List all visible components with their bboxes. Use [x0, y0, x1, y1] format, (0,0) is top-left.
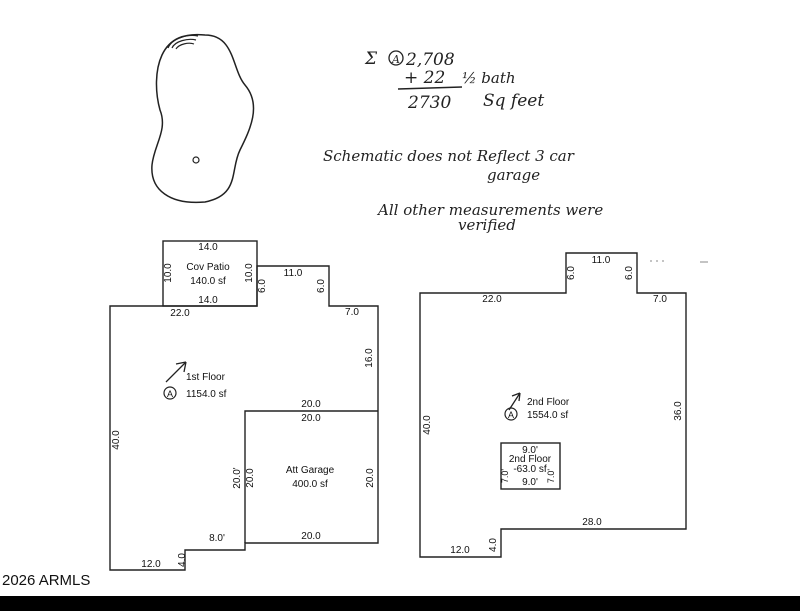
- floor1-top-11-dim: 11.0: [284, 268, 303, 279]
- patio-name: Cov Patio: [186, 262, 230, 273]
- floor2-marker: A: [508, 410, 514, 420]
- void-top-dim: 9.0': [522, 445, 538, 456]
- floor2-plan: [419, 252, 687, 558]
- floor2-outline: [419, 252, 687, 558]
- floor1-step-8-dim: 8.0': [209, 533, 225, 544]
- void-bottom-dim: 9.0': [522, 477, 538, 488]
- patio-top-dim: 14.0: [198, 242, 218, 253]
- total-unit: Sq feet: [483, 91, 544, 111]
- floor2-marker-circle: [504, 407, 518, 421]
- pool-drain-icon: [192, 156, 200, 164]
- footer-bar: [0, 596, 800, 611]
- floor1-labels: 14.0 Cov Patio 140.0 sf 10.0 10.0 14.0 1…: [111, 242, 376, 570]
- floor2-bottom-28-dim: 28.0: [582, 517, 602, 528]
- plus-line: + 22: [404, 68, 445, 88]
- floor1-side-6-right-dim: 6.0: [316, 279, 327, 293]
- floor2-right-36-dim: 36.0: [673, 401, 684, 421]
- floor1-arrow-icon: [165, 361, 187, 383]
- floor2-labels: 11.0 6.0 6.0 22.0 7.0 40.0 36.0 2nd Floo…: [422, 255, 684, 556]
- floor1-right-7-dim: 7.0: [345, 307, 359, 318]
- floor2-side-6-right-dim: 6.0: [624, 266, 635, 280]
- patio-left-dim: 10.0: [163, 263, 174, 283]
- garage-left-inner-dim: 20.0: [245, 468, 256, 488]
- floor1-top-22-dim: 22.0: [170, 308, 190, 319]
- half-bath: ½ bath: [462, 69, 516, 87]
- floor2-room-area: 1554.0 sf: [527, 410, 568, 421]
- floor1-bottom-12-dim: 12.0: [141, 559, 161, 570]
- floor2-void-outline: [500, 442, 561, 490]
- floor1-marker: A: [167, 389, 173, 399]
- schematic-line1: Schematic does not Reflect 3 car: [323, 147, 575, 165]
- garage-left-outer-dim: 20.0': [232, 467, 243, 488]
- floor1-left-40-dim: 40.0: [111, 430, 122, 450]
- total: 2730: [407, 93, 451, 113]
- verified-line1: All other measurements were: [376, 201, 603, 219]
- garage-outline: [244, 410, 378, 543]
- schematic-line2: garage: [487, 166, 540, 184]
- garage-right-dim: 20.0: [365, 468, 376, 488]
- armls-watermark: 2026 ARMLS: [2, 572, 91, 589]
- patio-right-dim: 10.0: [244, 263, 255, 283]
- floor2-bottom-12-dim: 12.0: [450, 545, 470, 556]
- floor2-top-22-dim: 22.0: [482, 294, 502, 305]
- sum-marker: A: [391, 53, 400, 66]
- sum-marker-circle: [388, 50, 404, 66]
- patio-bottom-dim: 14.0: [198, 295, 218, 306]
- floor1-marker-circle: [163, 386, 177, 400]
- floor2-step-4-dim: 4.0: [488, 538, 499, 552]
- floor2-left-40-dim: 40.0: [422, 415, 433, 435]
- garage-bottom-dim: 20.0: [301, 531, 321, 542]
- floor1-right-16-dim: 16.0: [364, 348, 375, 368]
- floor2-side-6-left-dim: 6.0: [566, 266, 577, 280]
- sum-prefix: Σ: [364, 49, 378, 69]
- void-name: 2nd Floor: [509, 454, 552, 465]
- floor1-step-4-dim: 4.0: [177, 553, 188, 567]
- garage-top-outer-dim: 20.0: [301, 399, 321, 410]
- floor1-plan: [109, 240, 379, 571]
- floor2-top-11-dim: 11.0: [592, 255, 611, 266]
- floor1-room-name: 1st Floor: [186, 372, 226, 383]
- sum-value: 2,708: [405, 50, 455, 70]
- garage-top-inner-dim: 20.0: [301, 413, 321, 424]
- floor2-room-name: 2nd Floor: [527, 397, 570, 408]
- floor2-right-7-dim: 7.0: [653, 294, 667, 305]
- sum-underline: [397, 86, 463, 90]
- patio-area: 140.0 sf: [190, 276, 226, 287]
- void-right-dim: 7.0': [546, 469, 556, 484]
- floor2-arrow-icon: [508, 392, 521, 411]
- void-left-dim: 7.0': [500, 469, 510, 484]
- void-area: -63.0 sf: [513, 464, 547, 475]
- garage-area: 400.0 sf: [292, 479, 328, 490]
- floor1-side-6-left-dim: 6.0: [257, 279, 268, 293]
- garage-name: Att Garage: [286, 465, 335, 476]
- floor1-room-area: 1154.0 sf: [186, 389, 227, 400]
- pool-sketch: [151, 33, 255, 204]
- verified-line2: verified: [458, 216, 516, 234]
- handwritten-notes: Σ A 2,708 + 22 ½ bath 2730 Sq feet Schem…: [323, 49, 603, 234]
- floor1-outline: [109, 265, 379, 571]
